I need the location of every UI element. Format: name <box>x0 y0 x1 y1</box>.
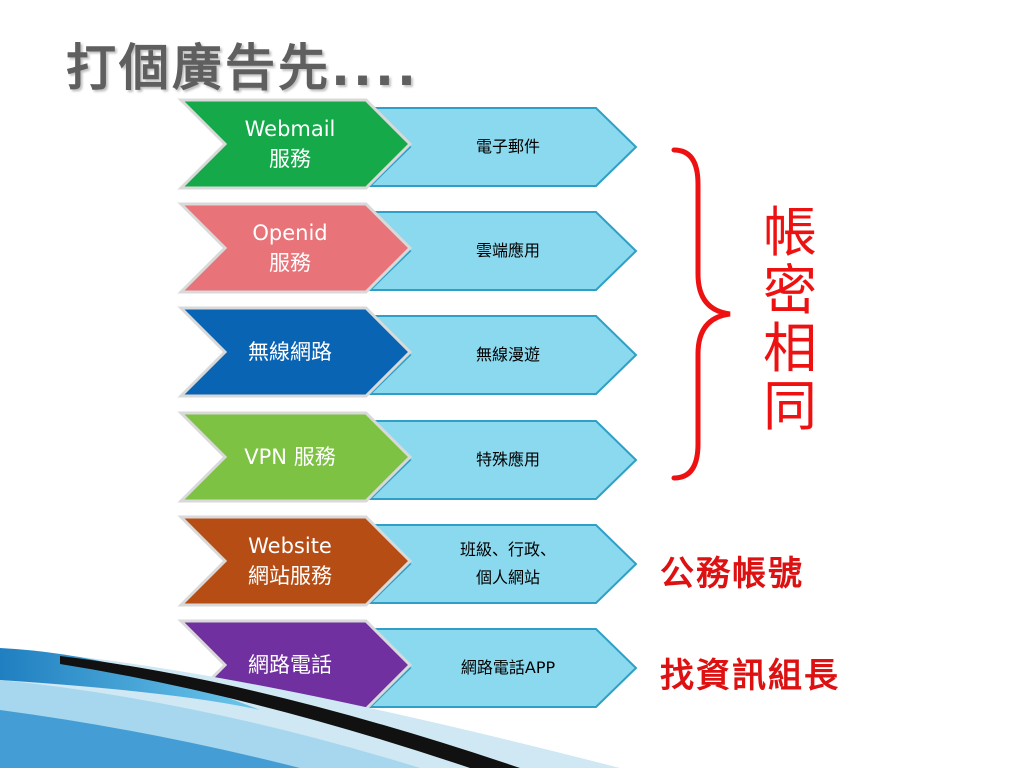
service-description: 網路電話APP <box>396 629 620 707</box>
service-description-line: 班級、行政、 <box>459 540 556 559</box>
page-title: 打個廣告先.... <box>66 39 419 97</box>
service-chevron-shape <box>177 202 413 294</box>
same-account-char: 帳 <box>763 201 817 264</box>
service-description: 雲端應用 <box>396 212 620 290</box>
service-description-line: 個人網站 <box>475 568 540 587</box>
service-row: Webmail 服務 電子郵件 <box>0 98 1024 192</box>
service-name-line: Openid <box>252 221 328 245</box>
service-name-line: 網站服務 <box>248 564 332 588</box>
service-description-line: 網路電話APP <box>460 658 556 677</box>
service-name-line: Website <box>248 534 332 558</box>
service-row: 無線網路 無線漫遊 <box>0 306 1024 400</box>
official-account-note: 公務帳號 <box>660 554 804 594</box>
detail-arrow-shape <box>367 107 638 187</box>
service-description-line: 特殊應用 <box>475 450 540 469</box>
service-name: VPN 服務 <box>186 413 394 501</box>
row-shapes <box>177 98 638 190</box>
same-account-char: 密 <box>763 259 817 322</box>
service-description: 無線漫遊 <box>396 316 620 394</box>
same-account-label: 帳 密 相 同 <box>760 204 820 436</box>
service-name-line: Webmail <box>244 117 336 141</box>
service-name: Webmail 服務 <box>186 100 394 188</box>
service-name: 網路電話 <box>186 621 394 709</box>
detail-arrow-shape <box>367 315 638 395</box>
row-shapes <box>177 306 638 398</box>
service-name: Website 網站服務 <box>186 517 394 605</box>
service-description: 班級、行政、個人網站 <box>396 525 620 603</box>
service-row: Website 網站服務 班級、行政、個人網站 <box>0 515 1024 609</box>
service-chevron-shape <box>177 306 413 398</box>
service-row: VPN 服務 特殊應用 <box>0 411 1024 505</box>
service-description: 特殊應用 <box>396 421 620 499</box>
row-shapes <box>177 202 638 294</box>
service-description-line: 無線漫遊 <box>475 345 540 364</box>
row-shapes <box>177 411 638 503</box>
same-account-char: 同 <box>763 375 817 438</box>
detail-arrow-shape <box>367 420 638 500</box>
service-description-line: 電子郵件 <box>475 137 540 156</box>
detail-arrow-shape <box>367 211 638 291</box>
decorative-swoosh <box>0 648 620 768</box>
service-name-line: VPN 服務 <box>244 445 336 469</box>
service-name-line: 網路電話 <box>248 653 332 677</box>
detail-arrow-shape <box>367 628 638 708</box>
service-chevron-shape <box>177 98 413 190</box>
service-chevron-shape <box>177 515 413 607</box>
service-description: 電子郵件 <box>396 108 620 186</box>
service-name-line: 服務 <box>269 251 311 275</box>
service-chevron-shape <box>177 411 413 503</box>
service-name-line: 無線網路 <box>248 340 332 364</box>
detail-arrow-shape <box>367 524 638 604</box>
brace-icon <box>671 147 731 481</box>
same-account-char: 相 <box>763 317 817 380</box>
service-name-line: 服務 <box>269 147 311 171</box>
service-name: 無線網路 <box>186 308 394 396</box>
ask-director-note: 找資訊組長 <box>660 656 840 696</box>
service-row: Openid 服務 雲端應用 <box>0 202 1024 296</box>
service-name: Openid 服務 <box>186 204 394 292</box>
service-description-line: 雲端應用 <box>475 241 540 260</box>
row-shapes <box>177 515 638 607</box>
